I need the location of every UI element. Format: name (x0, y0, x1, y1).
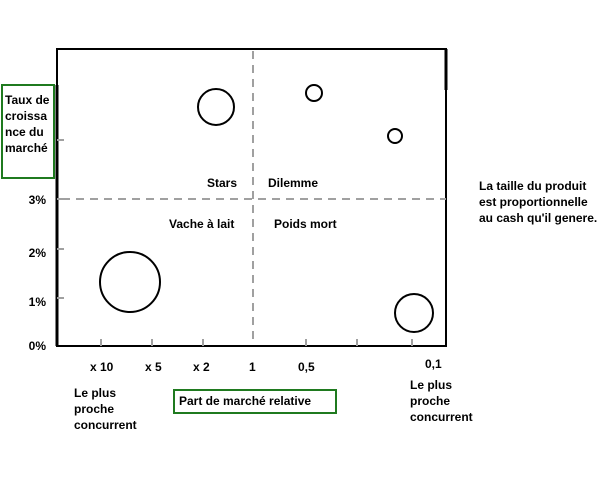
product-bubble (305, 84, 323, 102)
quadrant-label-poids-mort: Poids mort (274, 217, 337, 231)
y-axis-label: Taux de croissance du marché (5, 93, 50, 155)
quadrant-label-dilemme: Dilemme (268, 176, 319, 190)
x-tick-label-1: 1 (249, 360, 256, 374)
y-tick-label-0: 0% (28, 339, 46, 353)
quadrant-label-stars: Stars (207, 176, 238, 190)
product-bubble (197, 88, 235, 126)
bubble-size-note: La taille du produit est proportionnelle… (479, 179, 598, 225)
x-tick-label-0-5: 0,5 (298, 360, 315, 374)
left-competitor-caption: Le plus proche concurrent (74, 386, 137, 432)
x-axis-label: Part de marché relative (179, 394, 312, 408)
product-bubble (387, 128, 403, 144)
x-tick-label-0-1: 0,1 (425, 357, 442, 371)
x-tick-label-x5: x 5 (145, 360, 162, 374)
x-tick-marks (100, 339, 413, 346)
quadrant-label-vache-a-lait: Vache à lait (169, 217, 235, 231)
y-tick-label-1: 1% (28, 295, 46, 309)
x-tick-label-x2: x 2 (193, 360, 210, 374)
y-tick-label-2: 2% (28, 246, 46, 260)
y-tick-label-3: 3% (28, 193, 46, 207)
product-bubble (99, 251, 161, 313)
x-axis-label-box (173, 389, 337, 414)
x-tick-label-x10: x 10 (90, 360, 114, 374)
product-bubble (394, 293, 434, 333)
right-competitor-caption: Le plus proche concurrent (410, 378, 473, 424)
y-tick-marks (57, 139, 64, 299)
y-axis-label-box (1, 84, 55, 179)
matrix-frame (56, 48, 447, 347)
